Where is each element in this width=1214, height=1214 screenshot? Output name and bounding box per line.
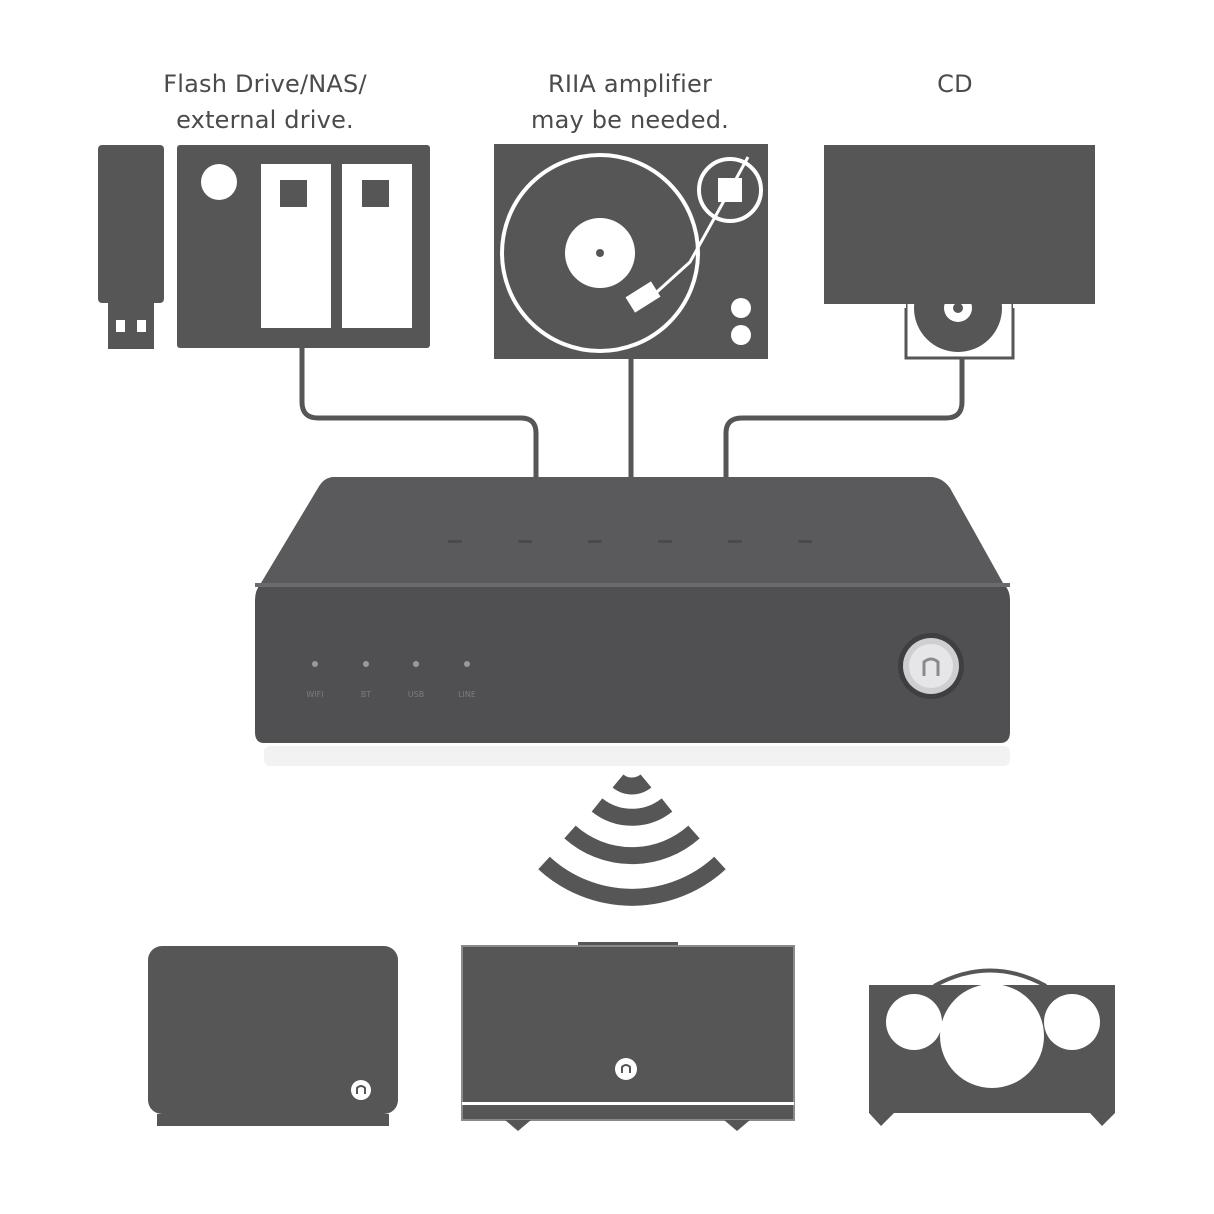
svg-text:USB: USB (408, 690, 424, 699)
streaming-hub: WIFI BT USB LINE (255, 477, 1010, 766)
hub-led-wifi: WIFI (306, 661, 324, 699)
svg-text:LINE: LINE (458, 690, 476, 699)
radio-icon (869, 968, 1115, 1126)
hub-top-buttons (448, 540, 812, 543)
hub-power-button[interactable] (898, 633, 964, 699)
turntable-icon (494, 144, 768, 359)
storage-label-line1: Flash Drive/NAS/ (163, 70, 367, 98)
speaker-small-icon (148, 946, 398, 1126)
hub-led-line: LINE (458, 661, 476, 699)
hub-led-bt: BT (361, 661, 371, 699)
cd-label: CD (937, 70, 973, 98)
nas-drive-icon (177, 145, 430, 348)
cd-player-icon (824, 145, 1095, 360)
cables (299, 348, 965, 478)
svg-text:BT: BT (361, 690, 371, 699)
turntable-label-line2: may be needed. (531, 106, 729, 134)
turntable-label-line1: RIIA amplifier (548, 70, 712, 98)
svg-text:WIFI: WIFI (306, 690, 323, 699)
hub-led-usb: USB (408, 661, 424, 699)
usb-stick-icon (98, 145, 164, 349)
wireless-signal-icon (538, 774, 726, 906)
speaker-large-icon (461, 942, 795, 1131)
storage-label-line2: external drive. (176, 106, 354, 134)
